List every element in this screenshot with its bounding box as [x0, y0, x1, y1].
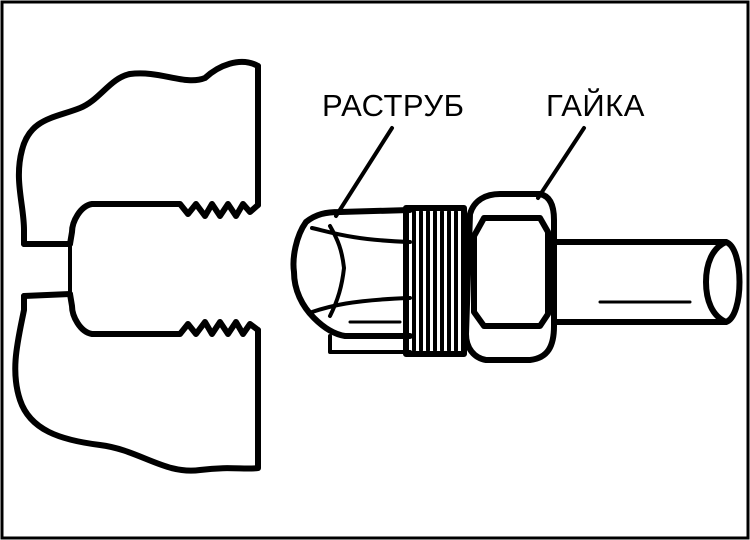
flare-leader-line	[334, 126, 394, 218]
port-body	[12, 58, 261, 474]
thread-sleeve-body	[403, 205, 467, 357]
port-channel	[21, 241, 73, 299]
tube	[551, 239, 743, 325]
flare-inner-upper	[310, 226, 412, 244]
flare-label: РАСТРУБ	[322, 88, 465, 123]
thread-sleeve	[403, 205, 467, 357]
hex-nut-face	[471, 215, 551, 329]
hex-nut-outline	[463, 191, 557, 363]
flare-cone-line	[328, 224, 346, 318]
tube-end	[703, 239, 743, 325]
flare-outline	[290, 207, 413, 339]
thread-lines	[412, 210, 458, 352]
flare	[290, 207, 413, 354]
flare-lip	[328, 334, 412, 354]
nut-label: ГАЙКА	[546, 88, 645, 123]
hex-nut	[463, 191, 557, 363]
flare-inner-lower	[310, 296, 412, 314]
nut-leader-line	[536, 126, 586, 200]
tube-outline	[551, 239, 729, 325]
port-body-outline	[12, 58, 261, 474]
port-bore-upper	[67, 201, 261, 247]
port-bore-lower	[67, 291, 261, 337]
tube-assembly	[290, 191, 743, 363]
